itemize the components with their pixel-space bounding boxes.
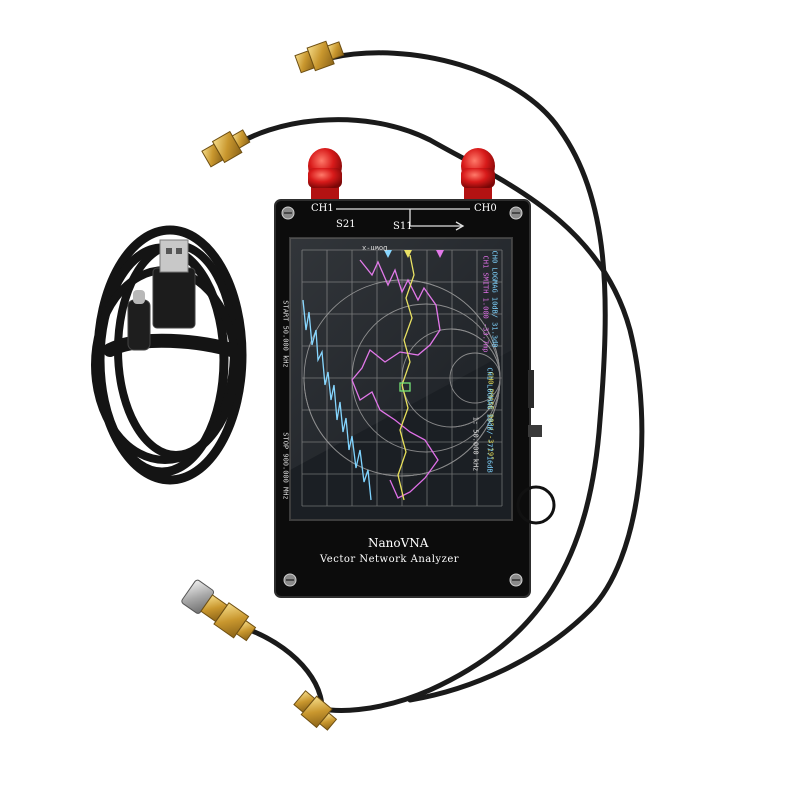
readout-channel-4: CH1 LOGMAG 10dB/ -77.16dB [485,367,494,473]
label-s21: S21 [336,219,356,230]
sma-connector-top [294,40,345,74]
readout-top: Down-x [362,244,388,252]
n-type-adapter [181,579,257,642]
ch1-connector [308,148,342,200]
readout-start: START 50.000 kHz [281,300,290,368]
readout-stop: STOP 900.000 MHz [281,432,290,500]
sma-connector-bottom [293,690,338,731]
readout-channel-1: CH0 LOGMAG 10dB/ 31.3dB [490,250,499,348]
usb-c-plug [127,290,151,351]
label-s11: S11 [393,221,413,232]
readout-marker: 1: 50.000 kHz [471,416,480,472]
signal-path-arrow [336,208,470,231]
ch0-connector [461,148,495,200]
device-subtitle: Vector Network Analyzer [320,554,460,565]
port-label-ch1: CH1 [311,203,334,214]
device-brand: NanoVNA [368,536,429,550]
readout-channel-2: CH1 SMITH 1.000 -33.7mp [481,255,490,353]
sma-connector-left [201,129,251,168]
usb-a-plug [152,239,196,329]
nanovna-device [274,148,556,598]
port-label-ch0: CH0 [474,203,497,214]
